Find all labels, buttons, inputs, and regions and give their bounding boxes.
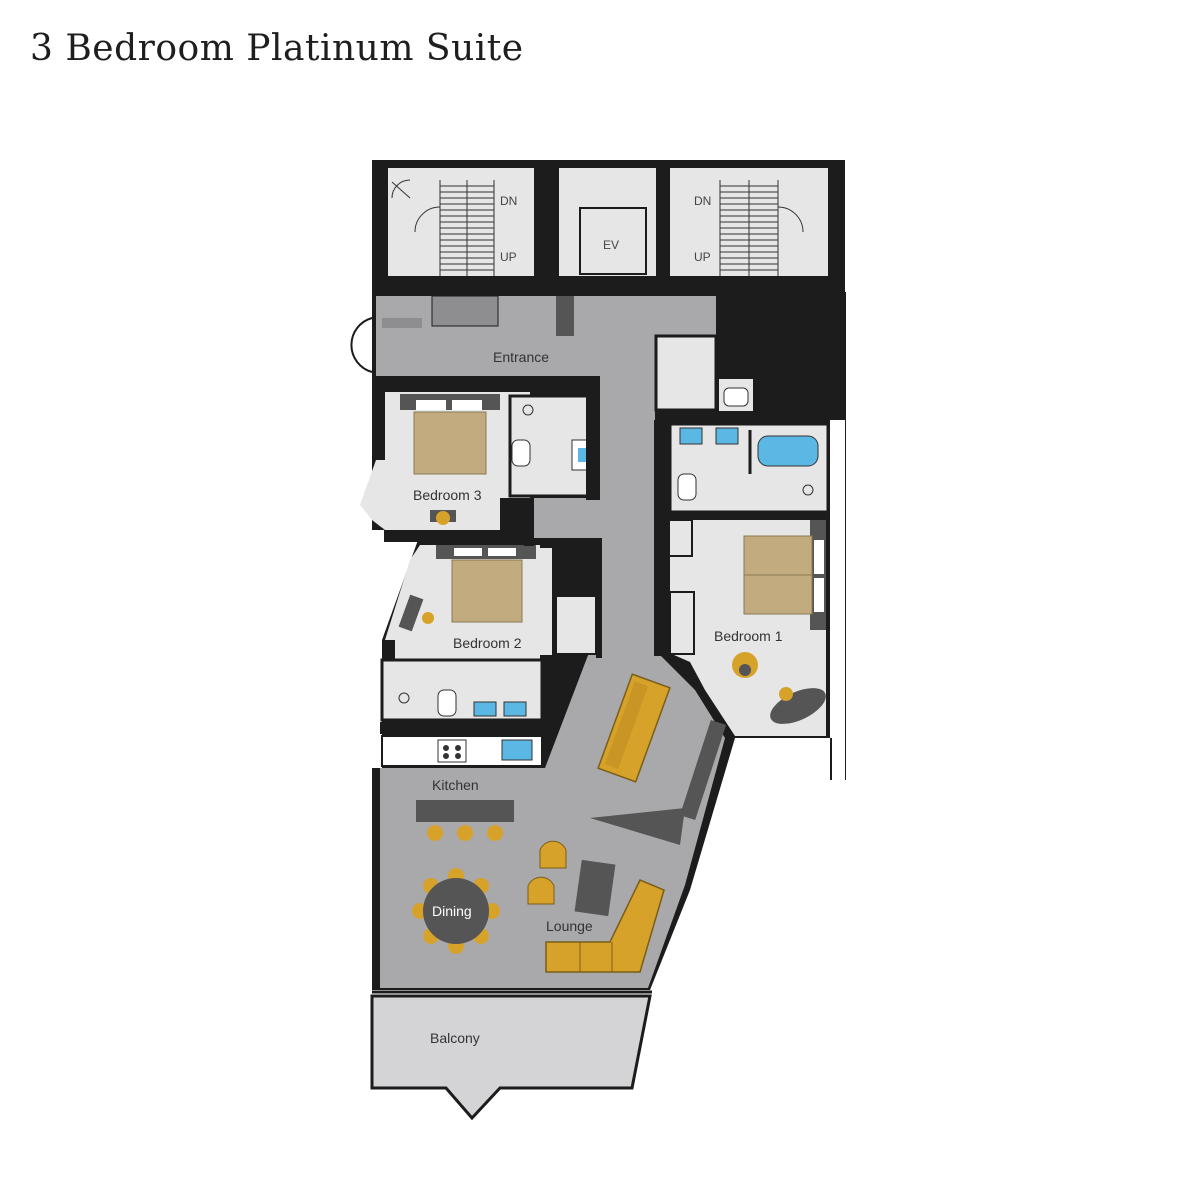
interior-walls	[376, 376, 830, 734]
room-label-bedroom-2: Bedroom 2	[453, 635, 522, 651]
room-label-balcony: Balcony	[430, 1030, 480, 1046]
balcony: Balcony	[370, 994, 652, 1121]
ensuite-bedroom-1	[668, 422, 830, 514]
armchair-1	[539, 840, 567, 869]
elevator-label: EV	[603, 238, 619, 252]
room-label-kitchen: Kitchen	[432, 777, 479, 793]
bedroom-1: Bedroom 1	[658, 518, 826, 736]
right-stair: DN UP	[694, 180, 804, 276]
stool-1	[427, 825, 443, 841]
coffee-table	[574, 859, 616, 917]
stool-2	[457, 825, 473, 841]
bed-bedroom-3	[413, 411, 487, 475]
room-label-dining: Dining	[432, 903, 472, 919]
bedroom-2: Bedroom 2	[385, 545, 552, 660]
bed-bedroom-2	[451, 559, 523, 623]
left-stair: DN UP	[391, 179, 517, 276]
entrance-cupboard	[431, 295, 499, 327]
stair-up-label-right: UP	[694, 250, 711, 264]
stair-down-label-right: DN	[694, 194, 711, 208]
tv-unit	[679, 719, 727, 821]
fireplace-unit	[590, 808, 685, 845]
elevator: EV	[579, 207, 647, 275]
room-label-entrance: Entrance	[493, 349, 549, 365]
closet-bedroom-2	[555, 595, 597, 655]
bathroom-bedroom-2	[380, 658, 544, 722]
dining-table: Dining	[412, 868, 500, 954]
entrance-shelf	[382, 318, 422, 328]
armchair-2	[527, 876, 555, 905]
sofa-lounge	[545, 879, 665, 973]
stair-down-label-left: DN	[500, 194, 517, 208]
room-label-lounge: Lounge	[546, 918, 593, 934]
sofa-upper	[597, 673, 671, 783]
kitchen-counter	[381, 735, 543, 767]
bathroom-bedroom-3	[508, 394, 600, 498]
stool-3	[487, 825, 503, 841]
room-label-bedroom-3: Bedroom 3	[413, 487, 482, 503]
bedroom-3: Bedroom 3	[360, 392, 530, 530]
entrance-column	[556, 296, 574, 336]
page-title: 3 Bedroom Platinum Suite	[30, 28, 524, 69]
closet-bedroom-1-b	[669, 591, 695, 655]
guest-wc	[654, 334, 755, 413]
kitchen-island	[416, 800, 514, 822]
room-label-bedroom-1: Bedroom 1	[714, 628, 783, 644]
entrance-door	[350, 317, 373, 373]
stair-up-label-left: UP	[500, 250, 517, 264]
